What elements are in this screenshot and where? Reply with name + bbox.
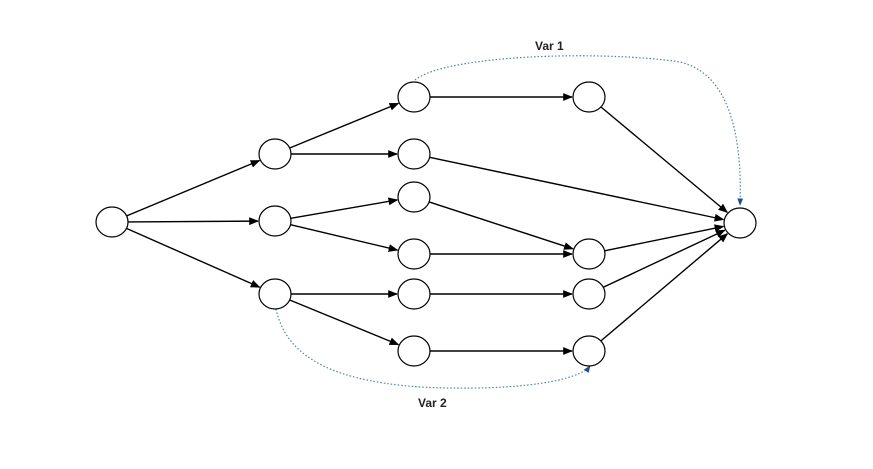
node-n4 [397, 81, 431, 113]
edges-layer [126, 93, 729, 355]
edge-n10-n13 [600, 106, 729, 214]
edge-n11-n13 [604, 224, 725, 252]
edge-n0-n3 [126, 227, 261, 288]
edge-n2-n6 [290, 197, 399, 219]
edge-n0-n2 [127, 217, 259, 226]
node-n14 [572, 335, 606, 367]
edge-n12-n13 [603, 229, 726, 288]
node-n0 [95, 206, 129, 238]
edge-n14-n13 [600, 233, 729, 342]
edge-n3-n9 [289, 299, 400, 346]
node-n11 [572, 238, 606, 270]
variation-label-var-2: Var 2 [418, 396, 447, 410]
node-n10 [572, 81, 606, 113]
variation-curve-var-2 [275, 308, 591, 389]
edge-n6-n11 [428, 201, 574, 250]
edge-n1-n4 [289, 102, 400, 149]
node-n1 [258, 138, 292, 170]
edge-n5-n13 [429, 156, 725, 222]
nodes-layer [95, 81, 757, 367]
node-n9 [397, 335, 431, 367]
variation-curve-var-1 [414, 55, 744, 206]
node-n6 [397, 181, 431, 213]
node-n5 [397, 138, 431, 170]
node-n3 [258, 278, 292, 310]
edge-n0-n1 [126, 159, 261, 217]
node-n12 [572, 278, 606, 310]
variation-label-var-1: Var 1 [535, 39, 564, 53]
node-n7 [397, 238, 431, 270]
node-n8 [397, 278, 431, 310]
edge-n2-n7 [290, 224, 399, 252]
node-n13 [723, 207, 757, 239]
node-n2 [258, 205, 292, 237]
